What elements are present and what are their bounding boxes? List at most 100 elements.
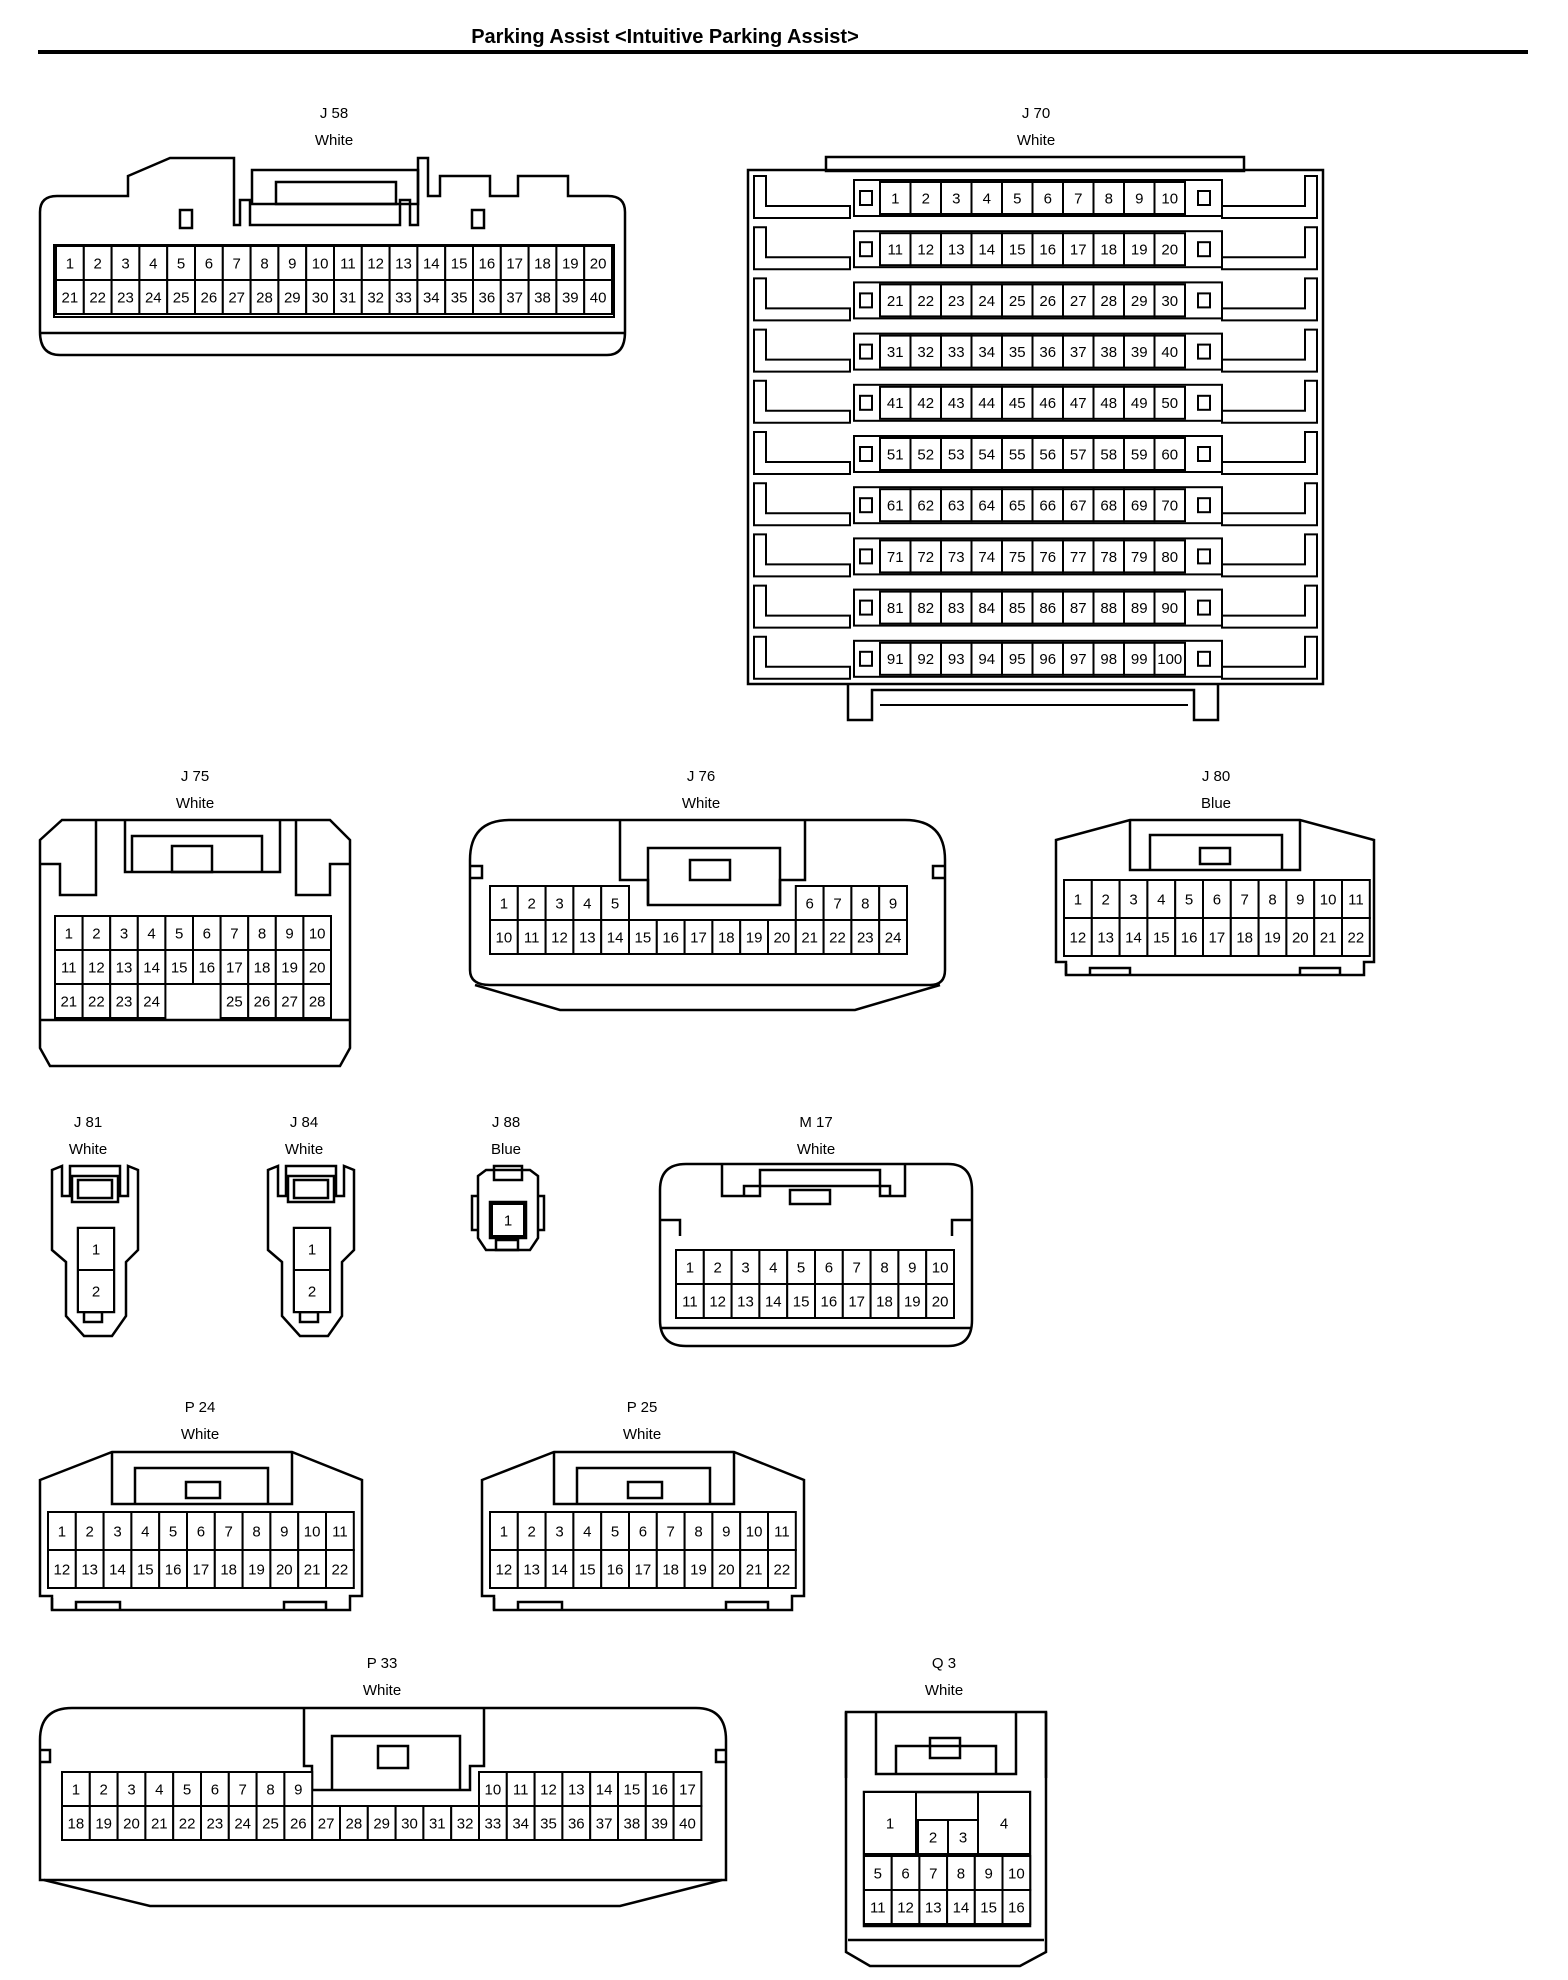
pin-cavity: 65 <box>1001 488 1034 523</box>
pin-number: 8 <box>861 895 869 912</box>
pin-cavity: 10 <box>925 1249 956 1285</box>
pin-number: 100 <box>1157 651 1182 668</box>
pin-number: 14 <box>765 1293 782 1310</box>
pin-cavity: 2 <box>82 245 113 281</box>
pin-cavity: 15 <box>617 1771 647 1807</box>
pin-number: 6 <box>1044 190 1052 207</box>
pin-cavity: 1 <box>1063 879 1093 919</box>
pin-number: 5 <box>175 925 183 942</box>
pin-number: 16 <box>1181 929 1198 946</box>
pin-cavity: 16 <box>1174 917 1204 957</box>
pin-cavity: 3 <box>110 245 141 281</box>
pin-number: 15 <box>171 959 188 976</box>
pin-number: 16 <box>198 959 215 976</box>
pin-cavity: 4 <box>977 1791 1031 1855</box>
pin-cavity: 4 <box>136 915 167 951</box>
j70-tier <box>753 635 1318 680</box>
pin-number: 99 <box>1131 651 1148 668</box>
pin-number: 34 <box>512 1815 529 1832</box>
pin-cavity: 76 <box>1031 539 1064 574</box>
pin-number: 13 <box>737 1293 754 1310</box>
pin-number: 7 <box>233 255 241 272</box>
pin-cavity: 93 <box>940 641 973 676</box>
connector-j75 <box>38 818 352 1068</box>
pin-number: 24 <box>145 289 162 306</box>
pin-number: 1 <box>504 1212 512 1229</box>
pin-cavity: 13 <box>1090 917 1121 957</box>
connector-j80 <box>1054 818 1376 977</box>
pin-cavity: 71 <box>879 539 912 574</box>
pin-number: 14 <box>109 1561 126 1578</box>
pin-cavity: 11 <box>863 1889 893 1925</box>
pin-number: 9 <box>288 255 296 272</box>
pin-number: 17 <box>635 1561 652 1578</box>
pin-cavity: 67 <box>1062 488 1095 523</box>
pin-cavity: 4 <box>758 1249 789 1285</box>
pin-number: 96 <box>1039 651 1056 668</box>
pin-number: 8 <box>1268 891 1276 908</box>
pin-cavity: 59 <box>1123 437 1156 471</box>
pin-cavity: 9 <box>274 915 305 951</box>
pin-cavity: 24 <box>878 919 909 955</box>
pin-number: 26 <box>201 289 218 306</box>
pin-cavity: 23 <box>940 283 973 318</box>
pin-cavity: 2 <box>917 1819 949 1855</box>
pin-cavity: 8 <box>247 915 277 951</box>
pin-number: 1 <box>308 1241 316 1258</box>
j70-tier <box>753 431 1318 475</box>
pin-number: 3 <box>741 1259 749 1276</box>
pin-number: 16 <box>651 1781 668 1798</box>
pin-number: 7 <box>225 1523 233 1540</box>
pin-cavity: 40 <box>583 279 614 315</box>
pin-cavity: 5 <box>172 1771 202 1807</box>
pin-number: 14 <box>978 242 995 259</box>
pin-number: 38 <box>534 289 551 306</box>
pin-number: 41 <box>887 395 904 412</box>
pin-cavity: 22 <box>82 279 113 315</box>
pin-number: 9 <box>294 1781 302 1798</box>
pin-number: 25 <box>262 1815 279 1832</box>
pin-number: 19 <box>746 929 763 946</box>
connector-p25 <box>480 1450 806 1612</box>
pin-number: 23 <box>207 1815 224 1832</box>
pin-cavity: 14 <box>136 949 167 985</box>
pin-number: 5 <box>177 255 185 272</box>
pin-cavity: 33 <box>478 1805 508 1841</box>
pin-cavity: 8 <box>241 1511 272 1551</box>
pin-number: 14 <box>423 255 440 272</box>
pin-cavity: 10 <box>1001 1855 1032 1891</box>
pin-number: 31 <box>429 1815 446 1832</box>
pin-number: 40 <box>590 289 607 306</box>
pin-cavity: 24 <box>138 279 169 315</box>
pin-number: 1 <box>58 1523 66 1540</box>
pin-number: 25 <box>173 289 190 306</box>
pin-number: 35 <box>451 289 468 306</box>
pin-number: 81 <box>887 600 904 617</box>
pin-cavity: 21 <box>297 1549 328 1589</box>
pin-cavity: 7 <box>822 885 853 921</box>
pin-cavity: 60 <box>1153 437 1186 471</box>
pin-number: 28 <box>256 289 273 306</box>
pin-cavity: 6 <box>1031 181 1064 215</box>
pin-number: 9 <box>280 1523 288 1540</box>
pin-number: 56 <box>1039 446 1056 463</box>
pin-number: 7 <box>853 1259 861 1276</box>
pin-number: 4 <box>147 925 155 942</box>
pin-cavity: 4 <box>572 885 603 921</box>
pin-cavity: 10 <box>297 1511 328 1551</box>
pin-cavity: 23 <box>850 919 881 955</box>
j70-tier <box>753 175 1318 219</box>
pin-cavity: 12 <box>533 1771 564 1807</box>
pin-cavity: 39 <box>555 279 586 315</box>
pin-cavity: 3 <box>730 1249 761 1285</box>
pin-cavity: 39 <box>644 1805 675 1841</box>
pin-number: 74 <box>978 549 995 566</box>
pin-number: 73 <box>948 549 965 566</box>
pin-number: 17 <box>848 1293 865 1310</box>
pin-cavity: 25 <box>219 983 250 1019</box>
pin-cavity: 31 <box>422 1805 453 1841</box>
